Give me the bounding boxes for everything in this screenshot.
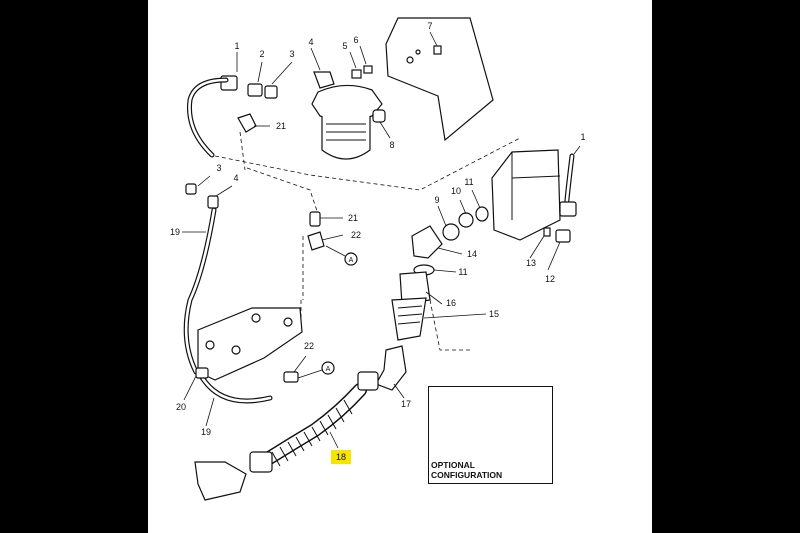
callout-6: 6 [353,35,358,45]
callout-17: 17 [401,399,411,409]
highlighted-callout-18: 18 [331,450,351,464]
fitting-22b [283,371,299,383]
pump-body [491,149,561,241]
fitting-13 [543,227,551,237]
callout-1: 1 [234,41,239,51]
callout-16: 16 [446,298,456,308]
hose-clamp [357,371,379,391]
fitting-right [559,201,577,217]
detail-tag-letter: A [349,257,354,264]
callout-11: 11 [464,177,473,187]
optional-configuration-label: OPTIONAL CONFIGURATION [431,460,503,480]
detail-tag-a [344,252,358,266]
elbow-fitting-4 [313,71,335,89]
fitting-20 [195,367,209,379]
filter-head [311,84,383,121]
callout-9: 9 [434,195,439,205]
callout-22: 22 [304,341,314,351]
fitting-6 [363,65,373,74]
callout-19: 19 [201,427,211,437]
nut-8 [372,109,386,123]
detail-tag-letter: A [326,366,331,373]
seal-9 [442,223,460,241]
seal-10 [458,212,474,228]
elbow-17 [375,345,407,391]
fitting-12 [555,229,571,243]
callout-4: 4 [233,173,238,183]
callout-7: 7 [427,21,432,31]
detail-tag-a [321,361,335,375]
callout-13: 13 [526,258,536,268]
fitting-3b [185,183,197,195]
mounting-bracket [385,17,494,142]
callout-22: 22 [351,230,361,240]
strainer-15 [391,297,427,341]
callout-10: 10 [451,186,461,196]
fitting-5 [351,69,362,79]
callout-15: 15 [489,309,499,319]
callout-11: 11 [458,267,467,277]
fitting-21b [309,211,321,227]
callout-21: 21 [348,213,358,223]
seal-11 [475,206,489,222]
callout-14: 14 [467,249,477,259]
fitting-2 [247,83,263,97]
callout-5: 5 [342,41,347,51]
elbow-22a [307,231,325,251]
inlet-tank [194,461,247,501]
callout-8: 8 [389,140,394,150]
callout-19: 19 [170,227,180,237]
screw-7 [433,45,442,55]
fitting-2b [264,85,278,99]
bracket-hole [415,49,421,55]
elbow-14 [411,225,443,259]
bracket-hole [406,56,414,64]
callout-20: 20 [176,402,186,412]
filter-canister [321,116,371,160]
fitting-4b [207,195,219,209]
elbow-21-top [237,113,257,133]
callout-3: 3 [289,49,294,59]
callout-3: 3 [216,163,221,173]
optional-configuration-box [428,386,553,484]
callout-2: 2 [259,49,264,59]
callout-4: 4 [308,37,313,47]
callout-21: 21 [276,121,286,131]
highlighted-callout-text: 18 [335,452,346,462]
hose-end-fitting [249,451,273,473]
callout-1: 1 [580,132,585,142]
callout-12: 12 [545,274,555,284]
fitting-16 [399,271,431,305]
